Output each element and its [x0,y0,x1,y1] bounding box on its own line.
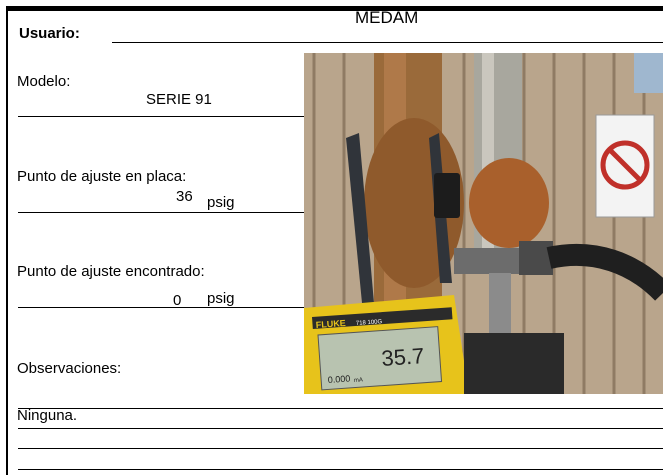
observaciones-value: Ninguna. [17,407,78,424]
punto-placa-value: 36 [176,188,193,205]
punto-encontrado-value: 0 [173,292,182,309]
photo-illustration: FLUKE 718 100G 35.7 0.000 mA [304,53,663,394]
meter-sub-reading: 0.000 [327,373,350,385]
meter-brand: FLUKE [315,318,346,330]
punto-encontrado-label: Punto de ajuste encontrado: [17,263,205,280]
meter-reading: 35.7 [381,343,425,371]
observaciones-line-4 [18,469,663,470]
usuario-line [112,42,663,43]
modelo-label: Modelo: [17,73,71,90]
usuario-label: Usuario: [19,25,80,42]
modelo-line [18,116,304,117]
punto-placa-label: Punto de ajuste en placa: [17,168,187,185]
modelo-value: SERIE 91 [146,91,212,108]
punto-placa-line [18,212,304,213]
observaciones-line-2 [18,428,663,429]
form-frame [6,6,663,475]
field-photo: FLUKE 718 100G 35.7 0.000 mA [304,53,663,394]
observaciones-label: Observaciones: [17,360,122,377]
punto-placa-unit: psig [207,194,235,211]
observaciones-line-3 [18,448,663,449]
observaciones-line-1 [18,408,663,409]
usuario-value: MEDAM [355,8,419,27]
meter-sub-unit: mA [354,377,363,384]
punto-encontrado-line [18,307,304,308]
punto-encontrado-unit: psig [207,290,235,307]
meter-model: 718 100G [356,319,383,327]
